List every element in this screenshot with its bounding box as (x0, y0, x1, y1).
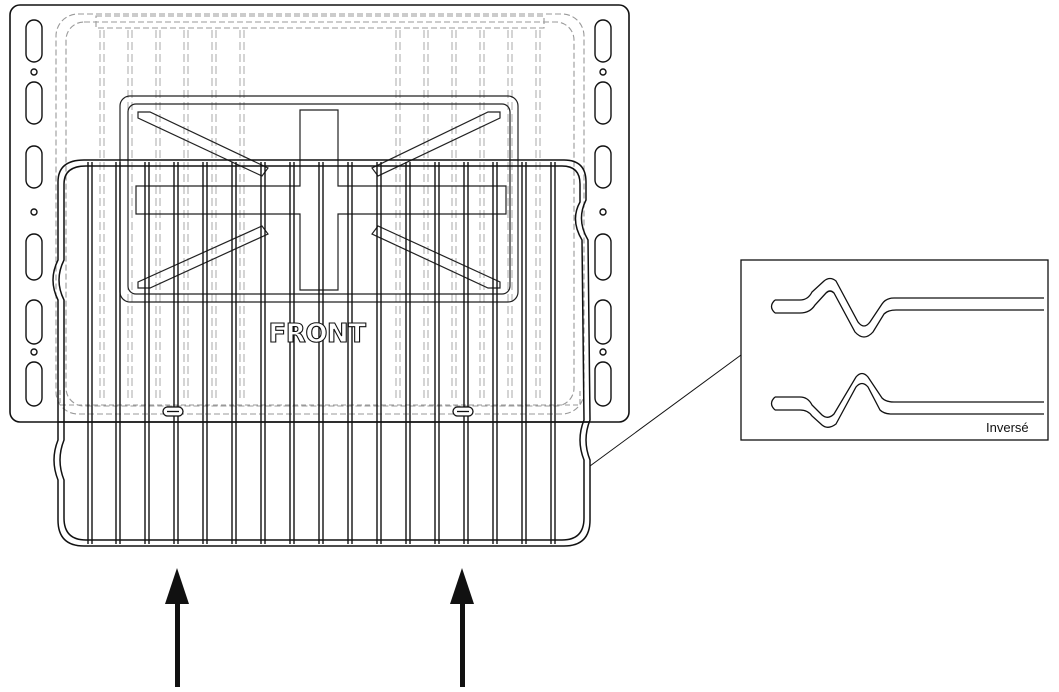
left-side-supports (25, 19, 43, 407)
front-label: FRONT (269, 319, 367, 349)
inset-label: Inversé (986, 420, 1029, 435)
right-side-supports (594, 19, 612, 407)
wire-profile-normal (770, 277, 1044, 338)
callout-leader-line (589, 354, 742, 467)
rack-outer-frame (52, 159, 591, 547)
baking-tray-outline (55, 13, 585, 415)
detail-inset: Inversé (740, 259, 1049, 441)
rack-clips (162, 406, 474, 417)
upward-arrow-icon (450, 568, 474, 687)
rack-inner-frame (58, 165, 585, 541)
tray-rear-lip (59, 390, 581, 406)
baking-tray-ribs (99, 30, 541, 400)
upward-arrow-icon (165, 568, 189, 687)
wire-profile-reversed (770, 372, 1044, 428)
wire-rack (52, 159, 591, 547)
rack-wires (87, 162, 556, 544)
